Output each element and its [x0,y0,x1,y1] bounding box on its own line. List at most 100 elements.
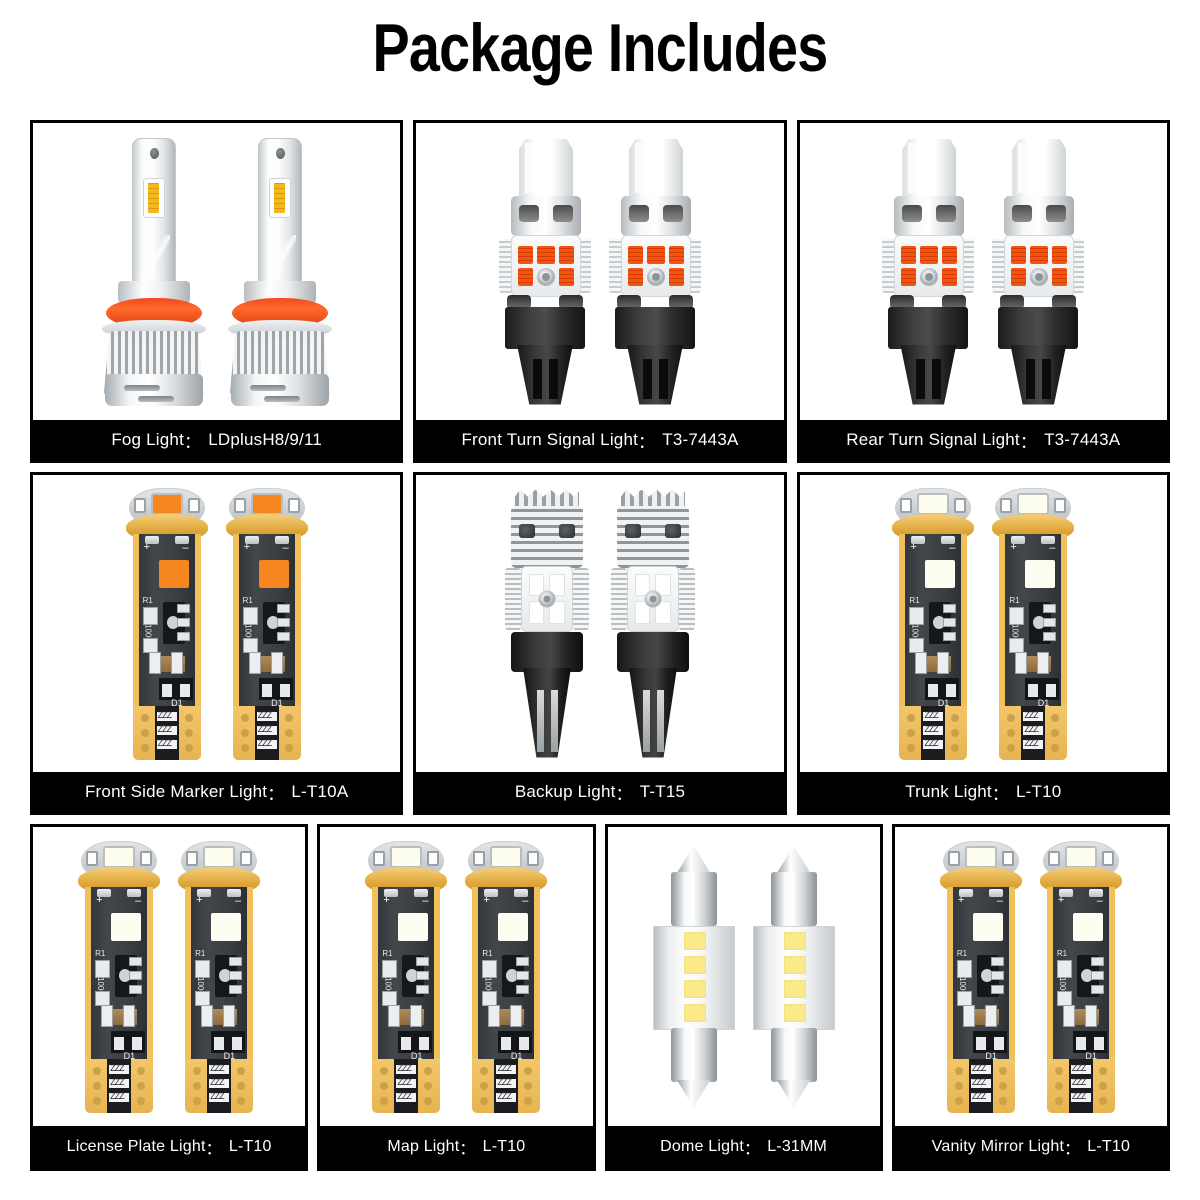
ic-pad [129,956,143,966]
page-title: Package Includes [372,10,829,86]
led-chip-icon [268,177,291,218]
ic-pad [229,956,243,966]
side-fins [678,567,695,630]
wedge-contact [550,689,558,752]
screw-icon [646,267,665,286]
caption-label: Map Light [387,1138,460,1155]
resistor-value-label: 1000 [1010,623,1020,642]
panel-license-plate-light[interactable]: + – R1 1000 [30,824,309,1171]
polarity-plus-label: + [143,540,151,553]
product-row-1: Fog Light：LDplusH8/9/11 [30,120,1170,463]
vent-hole [664,523,681,538]
resistor-trace [923,738,944,749]
resistor-trace [396,1063,417,1074]
resistor-trace [1070,1091,1091,1102]
led-chip-icon [1011,267,1027,286]
resistor-trace [156,724,177,735]
led-chip-icon [1011,245,1027,264]
caption-vanity-mirror-light: Vanity Mirror Light：L-T10 [894,1126,1167,1168]
t10-white-bulb: + – R1 1000 [76,840,162,1113]
vent-slot [137,395,174,402]
polarity-plus-label: + [96,893,103,906]
resistor-pad [95,990,111,1006]
resistor-pad [95,959,111,978]
panel-backup-light[interactable]: Backup Light：T-T15 [413,472,787,815]
bulb-neck [131,137,176,288]
notch [890,294,915,309]
solder-clip [414,888,429,897]
resistor-pad [195,959,211,978]
capacitor-pad [984,1004,997,1027]
resistor-value-label: 1000 [483,976,493,995]
capacitor-pad [1015,651,1028,674]
resistor-trace [1023,738,1044,749]
resistor-value-label: 1000 [910,623,920,642]
ic-pad [1043,603,1057,613]
panel-vanity-mirror-light[interactable]: + – R1 1000 [891,824,1170,1171]
polarity-minus-label: – [996,894,1003,907]
led-chip-icon [158,559,189,588]
fog-bulb [98,137,210,406]
panel-trunk-light[interactable]: + – R1 1000 [796,472,1170,815]
contact-hole [240,743,249,752]
led-chip-icon [634,573,651,596]
contact-pin [187,497,200,513]
panel-rear-turn-signal-light[interactable]: Rear Turn Signal Light：T3-7443A [796,120,1170,463]
led-chip-icon [103,845,136,868]
bulb-stage-dome-light [607,827,880,1126]
festoon-end-cap [770,1027,817,1082]
ic-pad [943,631,957,641]
festoon-bulb [751,845,837,1108]
vent-hole [1046,204,1067,222]
caption-front-turn-signal-light: Front Turn Signal Light：T3-7443A [416,420,784,460]
pcb-board: + – R1 1000 [472,886,541,1065]
panel-front-turn-signal-light[interactable]: Front Turn Signal Light：T3-7443A [413,120,787,463]
contact-hole [424,1096,433,1105]
led-board [520,565,573,632]
resistor-value-label: 1000 [143,623,153,642]
contact-hole [524,1096,533,1105]
contact-hole [237,1066,246,1075]
resistor-value-label: 1000 [1057,976,1067,995]
resistor-pad [909,637,925,653]
caption-fog-light: Fog Light：LDplusH8/9/11 [33,420,401,460]
ic-pad [516,956,530,966]
pcb-board: + – R1 1000 [132,533,201,712]
side-fins [498,238,513,293]
panel-fog-light[interactable]: Fog Light：LDplusH8/9/11 [30,120,404,463]
contact-hole [1007,713,1016,722]
led-board [626,565,679,632]
product-row-3: + – R1 1000 [30,824,1170,1171]
resistor-label-r1: R1 [482,948,493,958]
panel-front-side-marker-light[interactable]: + – R1 1000 [30,472,404,815]
resistor-pad [482,990,498,1006]
panel-dome-light[interactable]: Dome Light：L-31MM [604,824,883,1171]
contact-hole [1054,1081,1063,1090]
resistor-trace [923,710,944,721]
contact-hole [137,1096,146,1105]
solder-clip [988,888,1003,897]
contact-hole [193,1081,202,1090]
polarity-minus-label: – [135,894,142,907]
side-fins [992,238,1007,293]
led-chip-icon [655,601,671,624]
fog-bulb [224,137,336,406]
led-chip-icon [498,912,529,941]
vent-hole [662,204,683,222]
led-chip-icon [627,245,643,264]
panel-map-light[interactable]: + – R1 1000 [317,824,596,1171]
resistor-trace [209,1063,230,1074]
diode-component [498,1030,533,1053]
bulb-cap [902,138,957,201]
vent-slot [263,395,300,402]
screw-icon [538,590,556,607]
contact-pin [427,850,440,866]
pcb-board: + – R1 1000 [85,886,154,1065]
festoon-tip [776,1079,811,1108]
notch [668,294,693,309]
bulb-stage-backup-light [416,475,784,772]
led-chip-icon [528,573,545,596]
bulb-stage-front-turn-signal-light [416,123,784,420]
resistor-trace [1023,710,1044,721]
contact-hole [380,1096,389,1105]
